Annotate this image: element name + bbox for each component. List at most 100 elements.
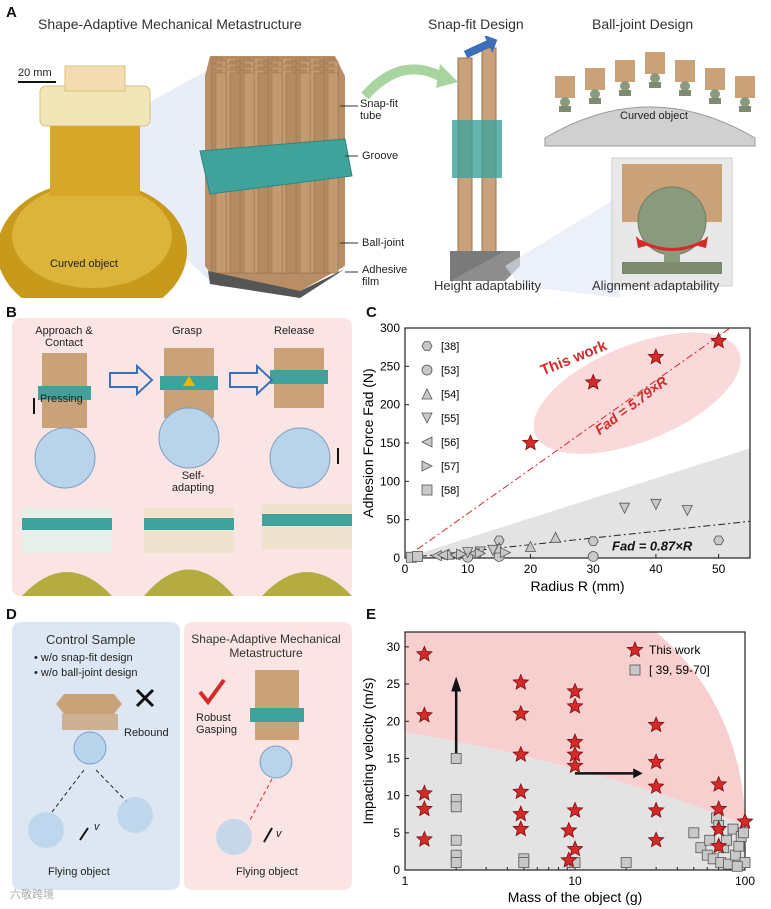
data-point <box>587 536 599 546</box>
x-tick-label: 10 <box>568 874 582 888</box>
data-point <box>499 546 512 559</box>
x-tick-label: 20 <box>524 562 538 576</box>
reference-region <box>405 732 745 870</box>
data-point <box>710 820 728 837</box>
legend-label: [58] <box>441 485 459 497</box>
callout-balljoint: Ball-joint <box>362 237 405 249</box>
v-left: v <box>94 821 100 833</box>
data-point <box>512 673 530 690</box>
this-work-region <box>405 632 745 826</box>
legend-label: This work <box>649 643 701 657</box>
control-title: Control Sample <box>46 632 136 647</box>
data-point <box>713 535 725 546</box>
panel-c-letter: C <box>366 304 377 321</box>
panel-e-letter: E <box>366 606 377 623</box>
callout-snapfit: Snap-fit tube <box>360 98 398 122</box>
pressing-label: Pressing <box>40 393 83 405</box>
snapfit-title: Snap-fit Design <box>428 16 524 32</box>
data-point <box>587 551 599 562</box>
flying-left-label: Flying object <box>48 866 110 878</box>
y-tick-label: 20 <box>387 714 401 728</box>
fit-low-annotation: Fad = 0.87×R <box>612 538 693 553</box>
data-point <box>647 777 665 795</box>
x-tick-label: 0 <box>402 562 409 576</box>
y-tick-label: 25 <box>387 677 401 691</box>
y-tick-label: 0 <box>393 551 400 565</box>
data-point <box>512 745 530 763</box>
data-point <box>733 840 745 852</box>
data-point <box>415 784 433 801</box>
control-bullet-2: • w/o ball-joint design <box>34 667 138 679</box>
panel-b-letter: B <box>6 304 17 321</box>
up-arrow-icon <box>183 376 195 386</box>
panel-d-letter: D <box>6 606 17 623</box>
v-right: v <box>276 828 282 840</box>
data-point <box>549 531 562 543</box>
legend-label: [ 39, 59-70] <box>649 663 710 677</box>
fit-line-low <box>404 520 751 559</box>
data-point <box>647 715 665 733</box>
data-point <box>730 849 741 861</box>
data-point <box>560 851 578 868</box>
sam-title: Shape-Adaptive Mechanical Metastructure <box>191 632 341 660</box>
fit-line-high <box>404 327 731 559</box>
data-point <box>618 502 631 515</box>
data-point <box>412 551 423 562</box>
right-arrow-icon <box>109 363 154 397</box>
step-release: Release <box>274 325 315 337</box>
balljoint-title: Ball-joint Design <box>592 16 694 32</box>
data-point <box>450 857 462 868</box>
data-point <box>727 823 739 835</box>
y-tick-label: 300 <box>380 321 400 335</box>
data-point <box>566 801 584 818</box>
legend-marker <box>421 412 433 424</box>
x-tick-label: 50 <box>712 562 726 576</box>
legend-label: [53] <box>441 365 459 377</box>
data-point <box>566 756 584 774</box>
data-point <box>731 860 743 872</box>
y-tick-label: 100 <box>380 474 400 488</box>
data-point <box>560 821 578 838</box>
x-tick-label: 40 <box>649 562 663 576</box>
data-point <box>710 799 728 817</box>
data-point <box>647 801 665 818</box>
up-arrow-icon <box>463 36 498 59</box>
callout-groove: Groove <box>362 150 399 162</box>
balljoint-curved <box>544 52 756 147</box>
legend-marker <box>421 484 433 496</box>
data-point <box>456 548 468 560</box>
data-point <box>620 857 632 868</box>
data-point <box>450 753 462 764</box>
right-arrow-icon <box>229 363 274 397</box>
data-point <box>512 704 530 722</box>
data-point <box>436 549 449 561</box>
data-point <box>647 753 665 770</box>
legend-marker <box>421 388 433 400</box>
x-tick-label: 100 <box>735 874 755 888</box>
data-point <box>710 837 728 854</box>
legend-marker <box>629 664 641 676</box>
data-point <box>704 834 716 846</box>
y-tick-label: 250 <box>380 359 400 373</box>
x-axis-label: Mass of the object (g) <box>508 889 643 905</box>
legend-marker <box>421 460 433 472</box>
step-grasp: Grasp <box>172 325 202 337</box>
data-point <box>415 645 433 662</box>
data-point <box>512 782 530 800</box>
snapfit-tubes <box>450 36 520 281</box>
balljoint-zoom <box>611 157 733 287</box>
legend-label: [38] <box>441 341 459 353</box>
watermark: 六敬跨境 <box>10 889 54 901</box>
this-work-region <box>533 332 741 454</box>
data-point <box>415 706 433 723</box>
control-bullet-1: • w/o snap-fit design <box>34 652 133 664</box>
data-point <box>721 834 733 846</box>
self-adapting-label: Self-adapting <box>171 470 215 494</box>
flying-right-label: Flying object <box>236 866 298 878</box>
data-point <box>518 857 530 868</box>
y-tick-label: 30 <box>387 640 401 654</box>
x-tick-label: 30 <box>587 562 601 576</box>
data-point <box>512 820 530 837</box>
